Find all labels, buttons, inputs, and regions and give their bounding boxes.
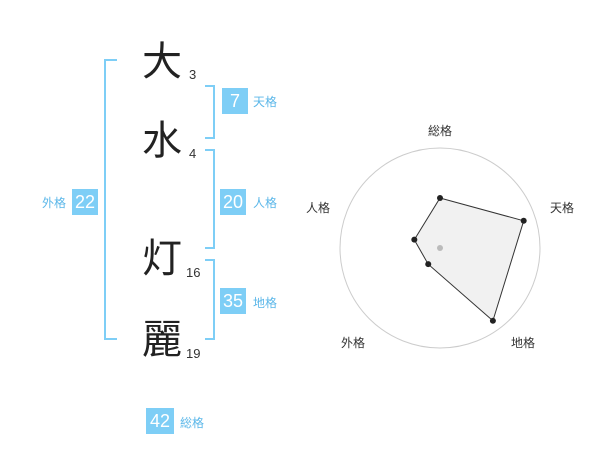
radar-axis-label-tenkaku: 天格 [550,201,575,215]
stroke-count-2: 4 [189,146,197,161]
jinkaku-bracket [205,149,215,249]
chikaku-value: 35 [220,288,246,314]
name-char-3: 灯 [142,236,182,282]
name-char-4: 麗 [142,317,182,363]
radar-axis-label-chikaku: 地格 [511,336,536,350]
tenkaku-label: 天格 [253,95,278,109]
radar-point-3 [489,317,496,324]
gaikaku-value: 22 [72,189,98,215]
tenkaku-bracket [205,85,215,139]
stroke-count-4: 19 [186,346,201,361]
radar-axis-label-gaikaku: 外格 [341,336,366,350]
radar-point-2 [520,217,527,224]
gaikaku-label: 外格 [42,196,67,210]
tenkaku-value: 7 [222,88,248,114]
gaikaku-bracket [104,59,117,340]
jinkaku-label: 人格 [253,196,278,210]
chikaku-label: 地格 [253,296,278,310]
soukaku-value: 42 [146,408,174,434]
stroke-count-1: 3 [189,67,197,82]
name-char-2: 水 [142,118,182,164]
radar-point-1 [437,195,443,201]
radar-point-5 [411,236,418,243]
radar-point-4 [425,261,432,268]
stroke-count-3: 16 [186,265,201,280]
radar-center [437,245,443,251]
radar-polygon [413,197,525,322]
radar-points [411,195,527,324]
name-char-1: 大 [142,39,182,85]
radar-axis-label-jinkaku: 人格 [306,201,331,215]
radar-axis-label-soukaku: 総格 [428,124,453,138]
jinkaku-value: 20 [220,189,246,215]
soukaku-label: 総格 [180,416,205,430]
chikaku-bracket [205,259,215,340]
